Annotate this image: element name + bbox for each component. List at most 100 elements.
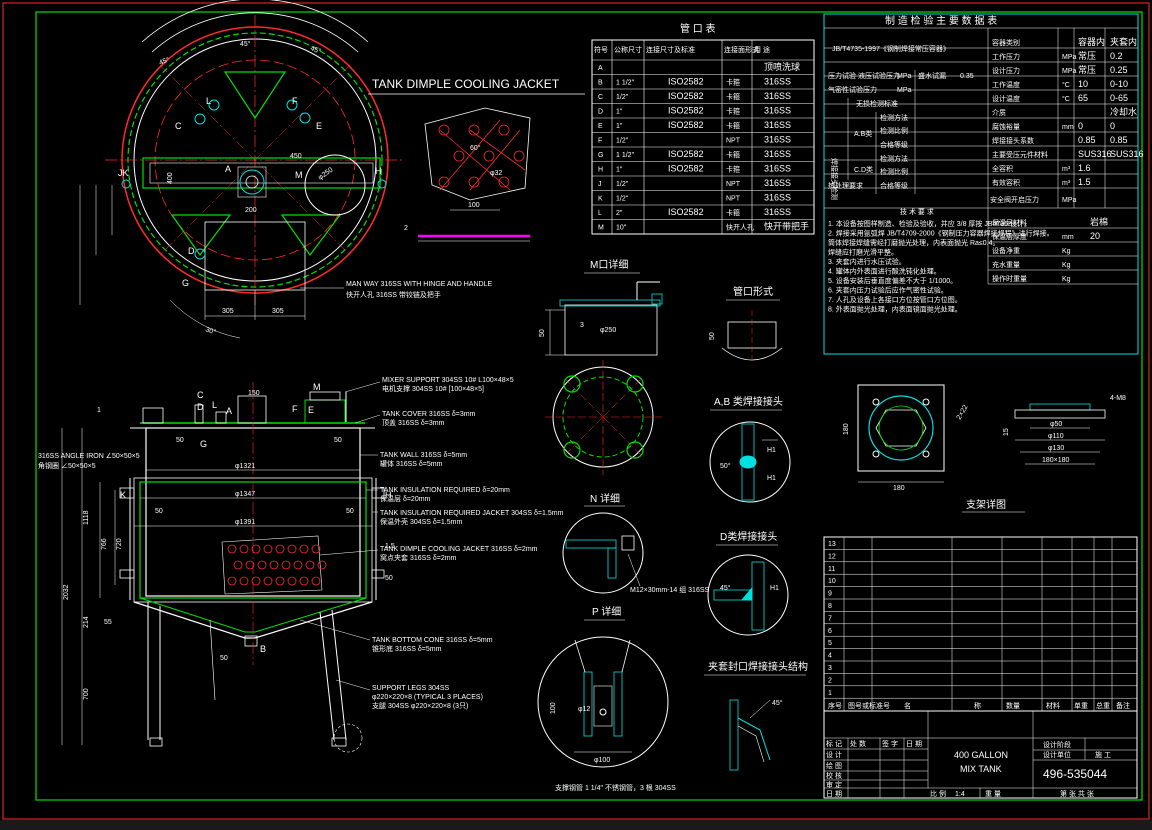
callout-text: 316SS ANGLE IRON ∠50×50×5: [38, 452, 140, 460]
nozzle-header: 用 途: [754, 45, 770, 54]
d-weld-title: D类焊接接头: [720, 530, 777, 543]
svg-text:1.5: 1.5: [385, 543, 395, 550]
svg-text:压力试验 液压试验压力: 压力试验 液压试验压力: [828, 71, 900, 80]
nozzle-size: 1": [616, 167, 623, 174]
svg-text:φ32: φ32: [490, 170, 502, 177]
svg-text:M: M: [313, 382, 321, 392]
nozzle-header: 公称尺寸: [614, 45, 642, 54]
nozzle-use: 顶喷洗球: [764, 61, 800, 72]
nozzle-mark: M: [598, 225, 604, 232]
nozzle-face: 快开人孔: [726, 223, 754, 232]
dimple-21: [287, 576, 297, 586]
tech-note: 1. 本设备按图样制造、检验及验收，并应 3/8 厚按 JB4735 设计。: [828, 219, 1031, 228]
spec-value-jacket: 0.85: [1110, 135, 1128, 145]
nozzle-size: 1/2": [616, 196, 629, 203]
bom-row-number: 4: [828, 653, 832, 660]
dimple-8: [233, 560, 243, 570]
bom-header: 单重: [1074, 701, 1088, 710]
nozzle-standard: ISO2582: [668, 91, 704, 101]
svg-text:50: 50: [334, 437, 342, 444]
nozzle-face: 卡箍: [726, 107, 740, 116]
dim-label: 2032: [63, 584, 70, 600]
dimple-13: [293, 560, 303, 570]
elevation-labels: C D L A F E M K H B G φ1321 φ1347 φ1391 …: [38, 382, 395, 700]
spec-value-jacket: 0-65: [1110, 93, 1128, 103]
nozzle-mark: K: [598, 196, 603, 203]
svg-text:B: B: [260, 644, 266, 654]
p-detail: P 详细 φ100 φ12 100 支撑钢管 1 1/4" 不锈钢管，3 根 3…: [537, 605, 676, 792]
svg-text:A.B类: A.B类: [854, 129, 872, 138]
spec-unit: °C: [1062, 95, 1070, 103]
nozzle-mark: C: [598, 94, 603, 101]
bom-row-number: 3: [828, 665, 832, 672]
svg-text:50: 50: [709, 332, 716, 340]
dimple-18: [251, 576, 261, 586]
nozzle-mark: J: [598, 181, 602, 188]
extra-label: 保温层厚度: [992, 232, 1027, 241]
nozzle-size: 1": [616, 109, 623, 116]
svg-text:L: L: [212, 400, 217, 410]
svg-text:检测方法: 检测方法: [880, 113, 908, 122]
nozzle-mark: E: [598, 123, 603, 130]
n-detail: N 详细 M12×30mm-14 组 316SS: [562, 492, 710, 594]
nozzle-face: 卡箍: [726, 208, 740, 217]
title-block: 标 记 处 数 签 字 日 期 设 计 绘 图 校 核 审 定 日 期 400 …: [823, 710, 1138, 799]
svg-text:焊接接头检测: 焊接接头检测: [830, 158, 839, 200]
spec-value-jacket: 0.2: [1110, 51, 1123, 61]
nozzle-standard: ISO2582: [668, 106, 704, 116]
svg-text:C: C: [197, 390, 204, 400]
nozzle-standard: ISO2582: [668, 77, 704, 87]
svg-text:2: 2: [404, 225, 408, 232]
svg-text:400: 400: [167, 172, 174, 184]
callout-text: TANK WALL 316SS δ=5mm: [380, 452, 467, 459]
dim-label: 700: [83, 688, 90, 700]
nozzle-use: 316SS: [764, 149, 791, 159]
dimple-9: [245, 560, 255, 570]
title-role: 设 计: [826, 750, 842, 759]
nozzle-size: 1/2": [616, 181, 629, 188]
nozzle-header: 符号: [594, 45, 608, 54]
nozzle-standard: ISO2582: [668, 207, 704, 217]
nozzle-use: 316SS: [764, 77, 791, 87]
weight-label: 重 量: [985, 790, 1001, 798]
design-stage-label: 设计阶段: [1043, 740, 1071, 749]
nozzle-face: 卡箍: [726, 78, 740, 87]
svg-text:3: 3: [580, 322, 584, 329]
dimple-3: [263, 544, 273, 554]
spec-value-jacket: 夹套内: [1110, 36, 1137, 47]
callout-text: TANK COVER 316SS δ=3mm: [382, 411, 476, 418]
nozzle-mark: G: [598, 152, 603, 159]
nozzle-table-title: 管 口 表: [680, 22, 716, 35]
nozzle-face: 卡箍: [726, 165, 740, 174]
svg-text:50: 50: [385, 575, 393, 582]
dimple-11: [269, 560, 279, 570]
p-detail-title: P 详细: [592, 605, 621, 618]
nozzle-mark: D: [598, 109, 603, 116]
support-plate-detail: 180 180 2×22 φ50 φ110 φ130 180×180 15 4-…: [843, 384, 1126, 513]
spec-label: 腐蚀裕量: [992, 122, 1020, 131]
spec-value-vessel: 0: [1078, 121, 1083, 131]
svg-text:检测比例: 检测比例: [880, 126, 908, 135]
callout-text: 角钢圈 ∠50×50×5: [38, 461, 96, 470]
nozzle-face: NPT: [726, 138, 741, 145]
dimple-23: [311, 576, 321, 586]
svg-text:L: L: [206, 96, 211, 106]
title-role: 校 核: [826, 771, 842, 780]
svg-text:C: C: [175, 121, 182, 131]
nozzle-size: 1/2": [616, 94, 629, 101]
svg-text:检测比例: 检测比例: [880, 167, 908, 176]
tech-note: 6. 夹套内压力试验后应作气密性试验。: [828, 286, 948, 295]
callout-text: SUPPORT LEGS 304SS: [372, 685, 449, 692]
dimple-17: [239, 576, 249, 586]
svg-text:K: K: [120, 490, 126, 500]
spec-value-vessel: 常压: [1078, 50, 1096, 61]
svg-text:φ250: φ250: [600, 327, 616, 334]
nozzle-mark: H: [598, 167, 603, 174]
spec-label: 设计压力: [992, 66, 1020, 75]
svg-text:50: 50: [220, 655, 228, 662]
top-view: [79, 0, 405, 339]
bom-row-number: 1: [828, 690, 832, 697]
dimple-5: [287, 544, 297, 554]
angle-label: 45°: [158, 56, 171, 67]
svg-text:50: 50: [176, 437, 184, 444]
